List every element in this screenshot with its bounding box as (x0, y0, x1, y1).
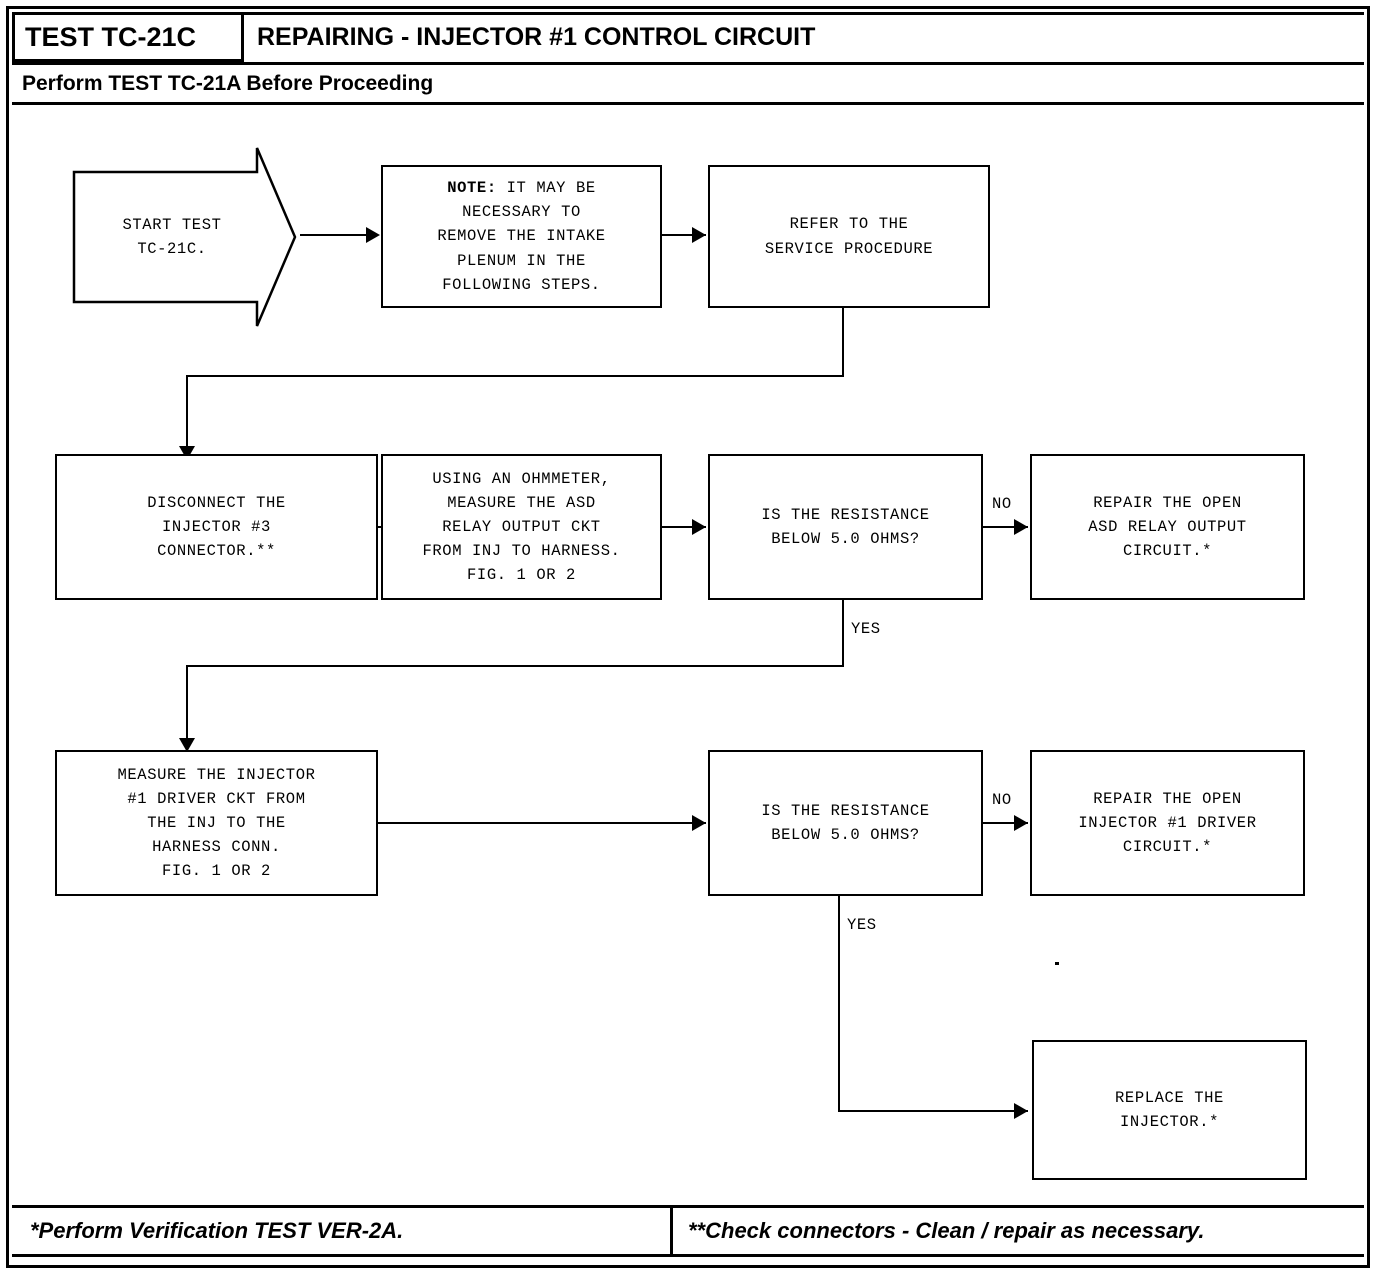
footer-top-rule (12, 1205, 1364, 1208)
edge-decisiondriver-no-arrowhead (1014, 815, 1028, 831)
test-id-box: TEST TC-21C (12, 12, 244, 62)
node-decision-driver: IS THE RESISTANCE BELOW 5.0 OHMS? (708, 750, 983, 896)
edge-refer-to-disconnect-v2 (186, 375, 188, 450)
node-repair-driver: REPAIR THE OPEN INJECTOR #1 DRIVER CIRCU… (1030, 750, 1305, 896)
footer-bottom-rule (12, 1254, 1364, 1257)
edge-start-to-note-arrowhead (366, 227, 380, 243)
edge-measuredriver-to-decisiondriver-arrowhead (692, 815, 706, 831)
edge-note-to-refer-arrowhead (692, 227, 706, 243)
header-bottom-rule (12, 102, 1364, 105)
node-refer-service: REFER TO THE SERVICE PROCEDURE (708, 165, 990, 308)
start-test-shape: START TEST TC-21C. (72, 146, 297, 328)
edge-label-no-driver: NO (992, 791, 1012, 809)
node-note-prefix: NOTE: (447, 179, 497, 198)
node-repair-driver-text: REPAIR THE OPEN INJECTOR #1 DRIVER CIRCU… (1078, 789, 1257, 856)
edge-measureasd-to-decisionasd-line (662, 526, 706, 528)
node-measure-driver-text: MEASURE THE INJECTOR #1 DRIVER CKT FROM … (117, 765, 316, 881)
footer-divider (670, 1205, 673, 1257)
footer-note-left: *Perform Verification TEST VER-2A. (30, 1218, 404, 1243)
node-measure-asd: USING AN OHMMETER, MEASURE THE ASD RELAY… (381, 454, 662, 600)
header: TEST TC-21C REPAIRING - INJECTOR #1 CONT… (12, 12, 1364, 105)
node-disconnect-connector: DISCONNECT THE INJECTOR #3 CONNECTOR.** (55, 454, 378, 600)
node-decision-asd-text: IS THE RESISTANCE BELOW 5.0 OHMS? (761, 505, 930, 548)
edge-decisiondriver-yes-h (838, 1110, 1028, 1112)
edge-label-yes-driver: YES (847, 916, 877, 934)
node-repair-asd: REPAIR THE OPEN ASD RELAY OUTPUT CIRCUIT… (1030, 454, 1305, 600)
header-middle-rule (12, 62, 1364, 65)
node-decision-asd: IS THE RESISTANCE BELOW 5.0 OHMS? (708, 454, 983, 600)
header-subtitle: Perform TEST TC-21A Before Proceeding (22, 71, 434, 95)
edge-decisiondriver-yes-v (838, 896, 840, 1112)
node-note: NOTE: IT MAY BE NECESSARY TO REMOVE THE … (381, 165, 662, 308)
footer: *Perform Verification TEST VER-2A. **Che… (12, 1205, 1364, 1257)
edge-decisionasd-yes-arrowhead (179, 738, 195, 752)
node-replace-injector: REPLACE THE INJECTOR.* (1032, 1040, 1307, 1180)
edge-decisionasd-no-arrowhead (1014, 519, 1028, 535)
start-test-label-wrap: START TEST TC-21C. (72, 146, 272, 328)
edge-measureasd-to-decisionasd-arrowhead (692, 519, 706, 535)
start-test-label: START TEST TC-21C. (122, 215, 222, 258)
edge-decisionasd-yes-v2 (186, 665, 188, 743)
edge-label-no-asd: NO (992, 495, 1012, 513)
page-border (6, 6, 1370, 1268)
node-decision-driver-text: IS THE RESISTANCE BELOW 5.0 OHMS? (761, 801, 930, 844)
header-top-rule (12, 12, 1364, 15)
footer-note-right: **Check connectors - Clean / repair as n… (688, 1218, 1205, 1243)
node-refer-service-text: REFER TO THE SERVICE PROCEDURE (764, 215, 934, 258)
node-note-text: NOTE: IT MAY BE NECESSARY TO REMOVE THE … (437, 176, 605, 296)
start-arrow-outline (72, 147, 297, 327)
edge-label-yes-asd: YES (851, 620, 881, 638)
edge-decisionasd-no-line (983, 526, 1028, 528)
edge-start-to-note-line (300, 234, 368, 236)
node-measure-asd-text: USING AN OHMMETER, MEASURE THE ASD RELAY… (422, 469, 621, 585)
edge-decisionasd-yes-v1 (842, 600, 844, 666)
node-disconnect-connector-text: DISCONNECT THE INJECTOR #3 CONNECTOR.** (147, 493, 286, 560)
edge-decisionasd-yes-h (186, 665, 844, 667)
edge-decisiondriver-no-line (983, 822, 1028, 824)
scan-artifact-dot (1055, 962, 1059, 965)
node-measure-driver: MEASURE THE INJECTOR #1 DRIVER CKT FROM … (55, 750, 378, 896)
edge-measuredriver-to-decisiondriver-line (378, 822, 706, 824)
page-title: REPAIRING - INJECTOR #1 CONTROL CIRCUIT (257, 22, 816, 51)
edge-refer-to-disconnect-h (186, 375, 844, 377)
node-note-body: IT MAY BE NECESSARY TO REMOVE THE INTAKE… (437, 179, 606, 294)
node-replace-injector-text: REPLACE THE INJECTOR.* (1115, 1088, 1224, 1131)
edge-note-to-refer-line (662, 234, 706, 236)
edge-refer-to-disconnect-v1 (842, 308, 844, 376)
node-repair-asd-text: REPAIR THE OPEN ASD RELAY OUTPUT CIRCUIT… (1088, 493, 1247, 560)
edge-decisiondriver-yes-arrowhead (1014, 1103, 1028, 1119)
test-id-label: TEST TC-21C (25, 21, 197, 52)
